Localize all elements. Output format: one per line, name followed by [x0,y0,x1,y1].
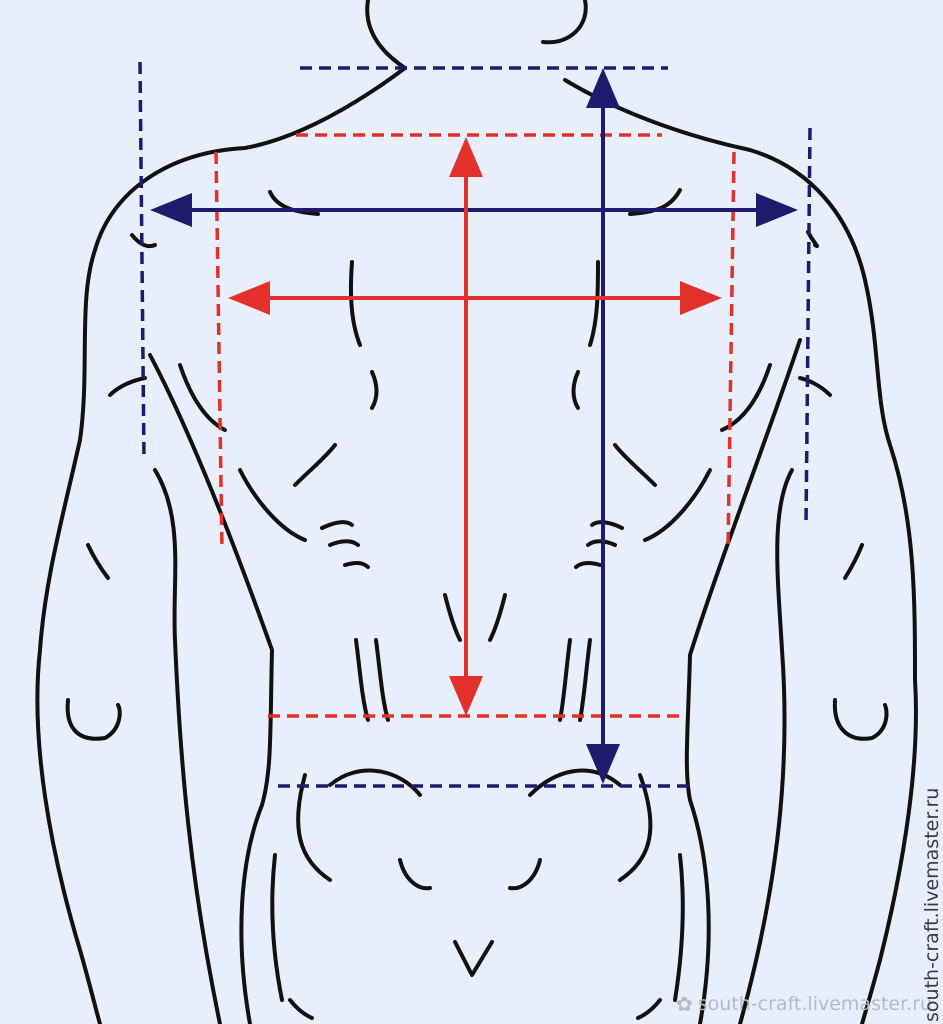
back-height-arrow [449,137,483,716]
right-back-guide [726,151,736,551]
left-back-guide [214,151,224,551]
blue-dashed-guides [138,61,812,788]
watermark-horizontal: ✿ south-craft.livemaster.ru [676,992,932,1016]
back-width-arrow [228,281,722,315]
watermark-vertical: south-craft.livemaster.ru [921,787,943,1022]
right-shoulder-guide [804,127,812,526]
torso-outline [35,0,918,1024]
left-shoulder-guide [138,61,146,461]
gear-flower-icon: ✿ [676,992,693,1016]
watermark-text: south-craft.livemaster.ru [697,993,933,1015]
shoulder-width-arrow [150,193,798,227]
back-length-arrow [586,68,620,784]
red-dashed-guides [214,133,736,718]
muscle-details [65,188,889,1020]
